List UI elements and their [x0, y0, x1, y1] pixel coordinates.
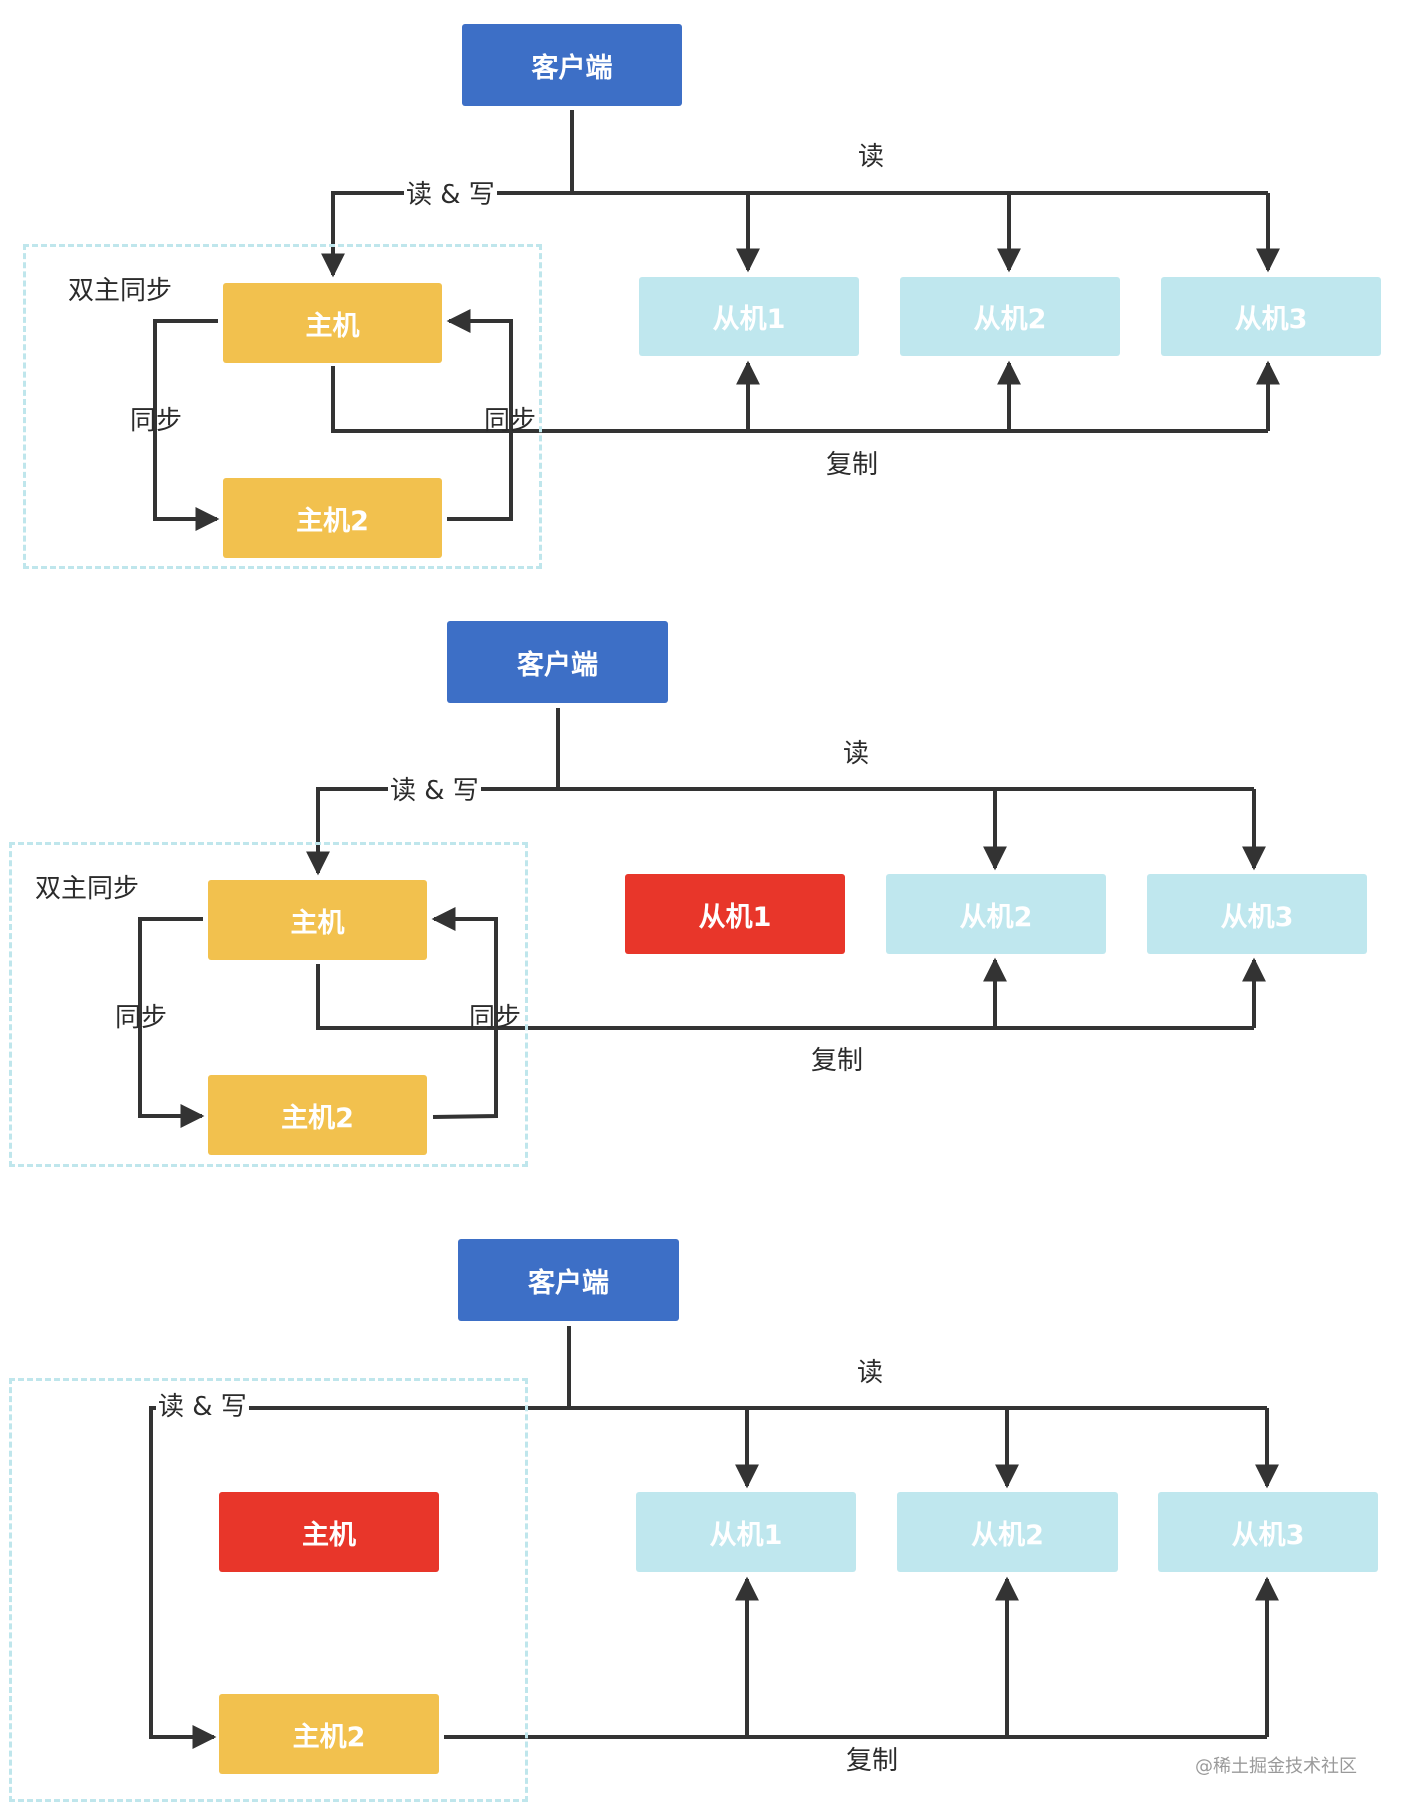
client-node[interactable]: 客户端: [462, 24, 682, 106]
group-label-dual-master-sync: 双主同步: [35, 874, 140, 904]
edge-label-sync-right: 同步: [469, 1003, 522, 1033]
client-node[interactable]: 客户端: [458, 1239, 679, 1321]
edge-label-replicate: 复制: [846, 1746, 899, 1776]
client-node[interactable]: 客户端: [447, 621, 668, 703]
edge-replicate-bus: [331, 366, 1268, 433]
dual-master-group: [9, 842, 528, 1167]
master-node-failed[interactable]: 主机: [219, 1492, 439, 1572]
master2-node[interactable]: 主机2: [219, 1694, 439, 1774]
master-node[interactable]: 主机: [223, 283, 442, 363]
edge-label-replicate: 复制: [811, 1046, 864, 1076]
slave1-node[interactable]: 从机1: [636, 1492, 856, 1572]
edge-label-read: 读: [858, 142, 885, 172]
edge-label-read-write: 读 & 写: [388, 776, 481, 806]
dual-master-group: [23, 244, 542, 569]
edge-label-sync-right: 同步: [484, 406, 537, 436]
edge-replicate-bus: [316, 964, 1254, 1030]
edge-sync-master2-to-master: [446, 309, 513, 521]
slave3-node[interactable]: 从机3: [1158, 1492, 1378, 1572]
edge-sync-master2-to-master: [431, 907, 498, 1119]
edge-label-sync-left: 同步: [130, 406, 183, 436]
edge-label-read-write: 读 & 写: [404, 180, 497, 210]
master-node[interactable]: 主机: [208, 880, 427, 960]
master2-node[interactable]: 主机2: [223, 478, 442, 558]
edge-label-read: 读: [857, 1358, 884, 1388]
edge-client-to-master2: [149, 1326, 571, 1749]
slave3-node[interactable]: 从机3: [1161, 277, 1381, 356]
edge-sync-master-to-master2: [138, 917, 205, 1128]
slave1-node-failed[interactable]: 从机1: [625, 874, 845, 954]
edge-sync-master-to-master2: [153, 319, 220, 531]
slave3-node[interactable]: 从机3: [1147, 874, 1367, 954]
group-label-dual-master-sync: 双主同步: [68, 276, 173, 306]
slave2-node[interactable]: 从机2: [886, 874, 1106, 954]
edge-label-read-write: 读 & 写: [156, 1392, 249, 1422]
slave1-node[interactable]: 从机1: [639, 277, 859, 356]
master2-node[interactable]: 主机2: [208, 1075, 427, 1155]
slave2-node[interactable]: 从机2: [900, 277, 1120, 356]
watermark: @稀土掘金技术社区: [1195, 1756, 1357, 1777]
master-group: [9, 1378, 528, 1802]
slave2-node[interactable]: 从机2: [897, 1492, 1118, 1572]
edge-label-replicate: 复制: [826, 450, 879, 480]
edge-label-sync-left: 同步: [115, 1003, 168, 1033]
edge-label-read: 读: [843, 739, 870, 769]
